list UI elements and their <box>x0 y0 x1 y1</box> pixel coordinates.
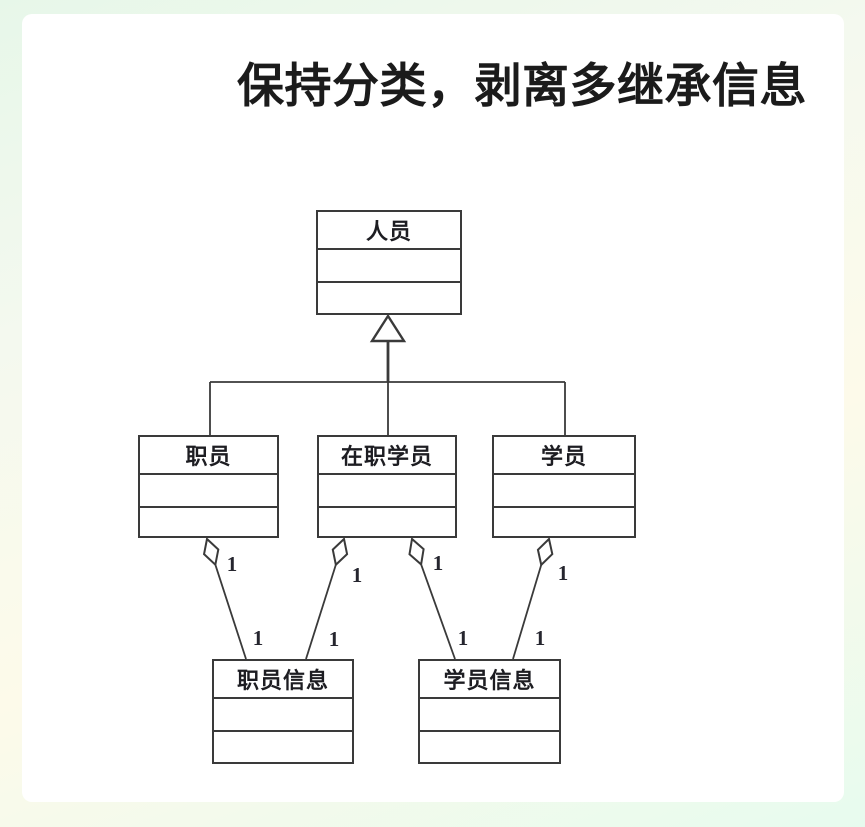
class-operations-compartment <box>420 732 559 762</box>
class-operations-compartment <box>494 508 634 536</box>
class-box-working-student: 在职学员 <box>317 435 457 538</box>
class-name-label: 学员 <box>494 437 634 475</box>
class-attributes-compartment <box>420 699 559 732</box>
class-box-student-info: 学员信息 <box>418 659 561 764</box>
class-box-staff-info: 职员信息 <box>212 659 354 764</box>
class-name-label: 在职学员 <box>319 437 455 475</box>
class-operations-compartment <box>319 508 455 536</box>
class-attributes-compartment <box>214 699 352 732</box>
class-attributes-compartment <box>318 250 460 283</box>
class-name-label: 职员信息 <box>214 661 352 699</box>
class-attributes-compartment <box>140 475 277 508</box>
class-name-label: 学员信息 <box>420 661 559 699</box>
class-name-label: 人员 <box>318 212 460 250</box>
class-name-label: 职员 <box>140 437 277 475</box>
slide-title: 保持分类，剥离多继承信息 <box>237 61 807 113</box>
class-box-staff: 职员 <box>138 435 279 538</box>
class-box-student: 学员 <box>492 435 636 538</box>
class-attributes-compartment <box>494 475 634 508</box>
class-attributes-compartment <box>319 475 455 508</box>
class-box-person: 人员 <box>316 210 462 315</box>
class-operations-compartment <box>214 732 352 762</box>
class-operations-compartment <box>140 508 277 536</box>
class-operations-compartment <box>318 283 460 313</box>
